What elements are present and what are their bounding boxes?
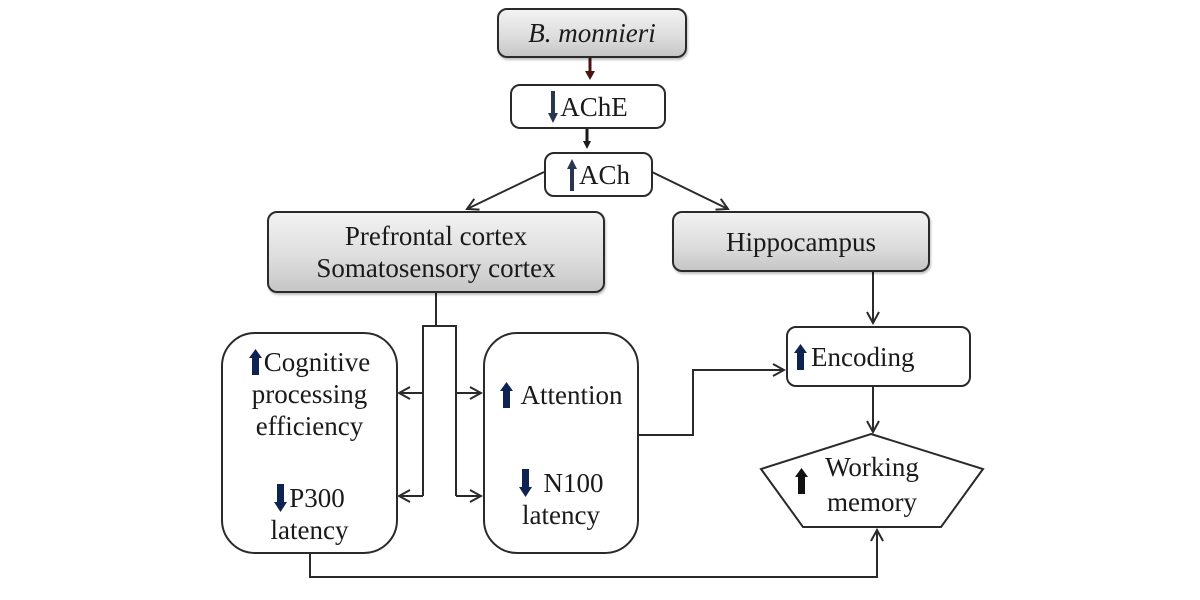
node-encoding: Encoding bbox=[786, 326, 971, 387]
arrow-up-icon bbox=[248, 349, 262, 375]
attention-item2: N100 latency bbox=[518, 467, 604, 531]
node-cortex-line2: Somatosensory cortex bbox=[316, 253, 556, 283]
arrow-down-icon bbox=[548, 90, 559, 123]
node-hippocampus-label: Hippocampus bbox=[726, 226, 876, 257]
node-attention: Attention N100 latency bbox=[483, 332, 639, 554]
n100-line1: N100 bbox=[543, 468, 604, 498]
cognitive-line3: efficiency bbox=[255, 411, 364, 441]
arrow-down-icon bbox=[518, 469, 532, 497]
p300-line1: P300 bbox=[289, 483, 345, 513]
cognitive-line2: processing bbox=[251, 379, 368, 409]
edge-cortex-bracket-left bbox=[422, 325, 436, 496]
node-hippocampus: Hippocampus bbox=[672, 211, 930, 272]
cognitive-item2: P300 latency bbox=[271, 482, 349, 546]
attention-label: Attention bbox=[520, 380, 623, 410]
edge-cortex-bracket-right bbox=[436, 325, 457, 496]
edge-ache-ach-head bbox=[583, 141, 591, 149]
arrow-down-icon bbox=[274, 484, 288, 512]
edge-bmonnieri-ache-head bbox=[585, 71, 595, 80]
edge-cognitive-workingmemory bbox=[309, 530, 877, 578]
edge-attention-encoding bbox=[638, 370, 784, 436]
edge-ach-cortex bbox=[467, 171, 545, 209]
node-ach: ACh bbox=[544, 152, 653, 197]
arrow-up-icon bbox=[794, 343, 807, 370]
edge-ach-hippocampus bbox=[651, 171, 728, 209]
node-cortex-line1: Prefrontal cortex bbox=[344, 221, 528, 251]
n100-line2: latency bbox=[522, 500, 600, 530]
node-bmonnieri-label: B. monnieri bbox=[528, 18, 656, 48]
node-cortex: Prefrontal cortex Somatosensory cortex bbox=[267, 211, 605, 293]
arrow-up-icon bbox=[499, 382, 513, 408]
cognitive-line1: Cognitive bbox=[263, 347, 371, 377]
node-ach-label: ACh bbox=[578, 159, 630, 190]
arrow-up-icon bbox=[795, 468, 808, 494]
node-bmonnieri: B. monnieri bbox=[497, 8, 687, 58]
node-cognitive: Cognitive processing efficiency P300 lat… bbox=[221, 332, 398, 554]
attention-item1: Attention bbox=[499, 379, 623, 411]
arrow-up-icon bbox=[566, 158, 577, 191]
node-working-memory-shape bbox=[759, 432, 985, 528]
node-ache: AChE bbox=[510, 84, 666, 129]
cognitive-item1: Cognitive processing efficiency bbox=[248, 346, 371, 442]
node-ache-label: AChE bbox=[560, 91, 628, 122]
node-encoding-label: Encoding bbox=[811, 341, 915, 372]
working-memory-line2: memory bbox=[827, 487, 917, 517]
p300-line2: latency bbox=[270, 515, 349, 545]
node-working-memory: Working memory bbox=[812, 450, 932, 520]
working-memory-line1: Working bbox=[825, 452, 919, 482]
